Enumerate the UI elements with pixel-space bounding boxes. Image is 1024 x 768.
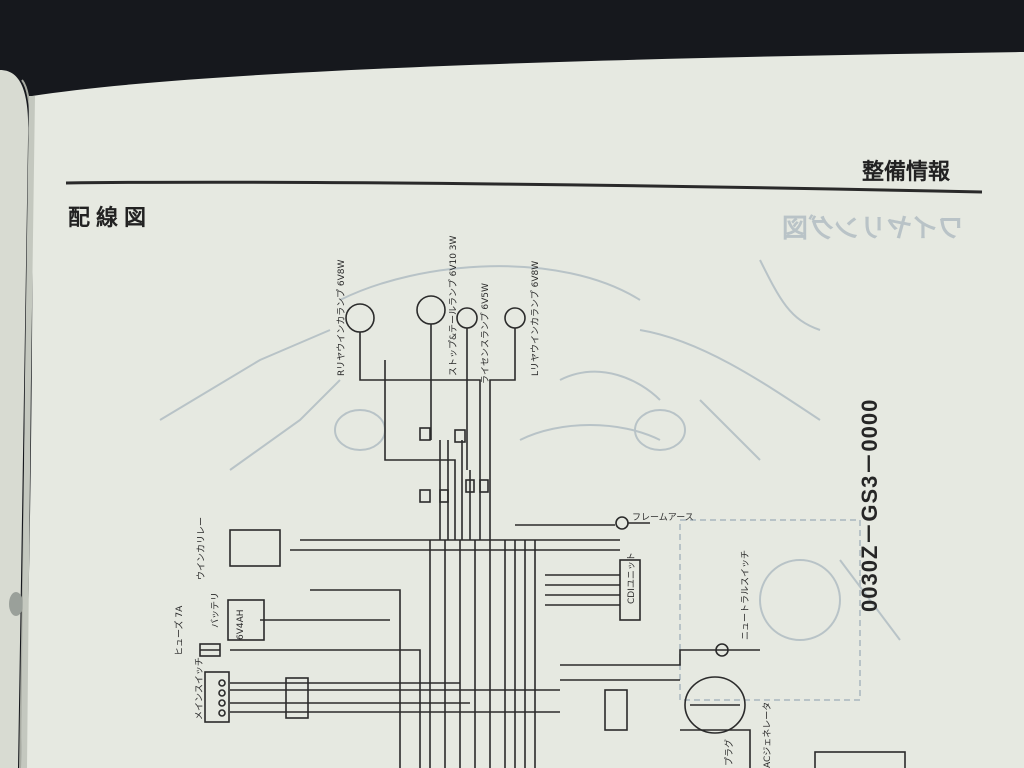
label-battery: バッテリ <box>211 591 221 628</box>
label-rear-winker-r: Rリヤウインカランプ 6V8W <box>337 259 347 376</box>
part-code: 0030Z－GS3－0000 <box>857 398 882 612</box>
show-through-drawing <box>159 259 901 701</box>
label-neutral-switch: ニュートラルスイッチ <box>741 549 751 640</box>
label-battery-rating: 6V4AH <box>236 609 246 640</box>
ac-generator <box>684 676 746 734</box>
header-rule <box>65 180 983 194</box>
label-ac-generator: ACジェネレータ <box>763 701 773 768</box>
label-plug: プラグ <box>725 738 735 766</box>
left-page-edge <box>0 70 29 768</box>
battery-box <box>227 599 265 641</box>
label-main-switch: メインスイッチ <box>195 657 205 720</box>
label-cdi-unit: CDIユニット <box>627 552 637 604</box>
section-header: 整備情報 <box>862 160 951 185</box>
page-sheet <box>24 52 1024 768</box>
label-license: ライセンスランプ 6V5W <box>481 283 491 384</box>
label-winker-relay: ウインカリレー <box>197 516 207 580</box>
page-title: 配線図 <box>68 206 153 231</box>
label-fuse: ヒューズ 7A <box>175 605 185 656</box>
ghost-heading: ワイヤリング図 <box>782 214 964 244</box>
label-frame-earth: フレームアース <box>632 513 694 523</box>
label-stop-tail: ストップ&テールランプ 6V10 3W <box>449 235 459 376</box>
winker-relay-box <box>229 529 281 567</box>
label-rear-winker-l: Lリヤウインカランプ 6V8W <box>531 260 541 376</box>
binder-hole <box>9 592 23 616</box>
wiring-diagram <box>199 295 906 768</box>
